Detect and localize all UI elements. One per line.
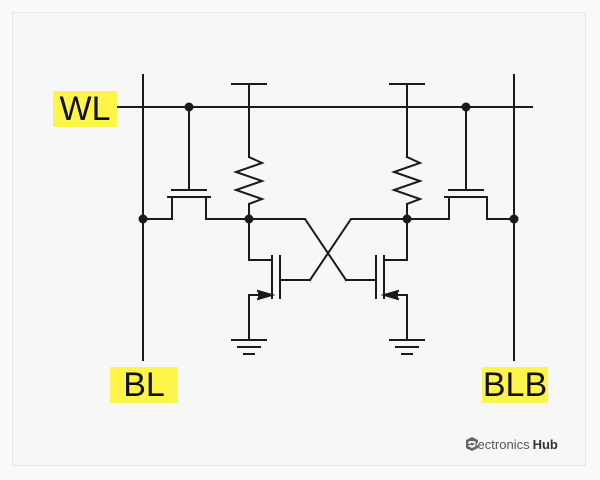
cross-coupling-wires	[248, 218, 408, 282]
brand-name-part2: Hub	[532, 437, 558, 452]
right-pulldown-transistor	[345, 218, 408, 341]
electronics-hub-logo-icon	[466, 437, 478, 451]
junction-dot	[402, 214, 412, 224]
left-pulldown-transistor	[248, 218, 311, 341]
brand-name-part1: Electronics	[466, 437, 530, 452]
right-ground	[389, 339, 425, 355]
left-load-resistor	[231, 83, 267, 220]
bit-line-bar-label: BLB	[482, 366, 548, 404]
word-line-label: WL	[53, 91, 117, 127]
left-access-transistor	[142, 106, 250, 220]
junction-dot	[244, 214, 254, 224]
left-ground	[231, 339, 267, 355]
junction-dot	[509, 214, 519, 224]
junction-dot	[138, 214, 148, 224]
bit-line-label: BL	[110, 367, 178, 403]
right-load-resistor	[389, 83, 425, 220]
right-access-transistor	[406, 106, 515, 220]
junction-dots	[138, 102, 519, 224]
brand-watermark: Electronics Hub	[466, 437, 558, 452]
junction-dot	[184, 102, 194, 112]
junction-dot	[461, 102, 471, 112]
